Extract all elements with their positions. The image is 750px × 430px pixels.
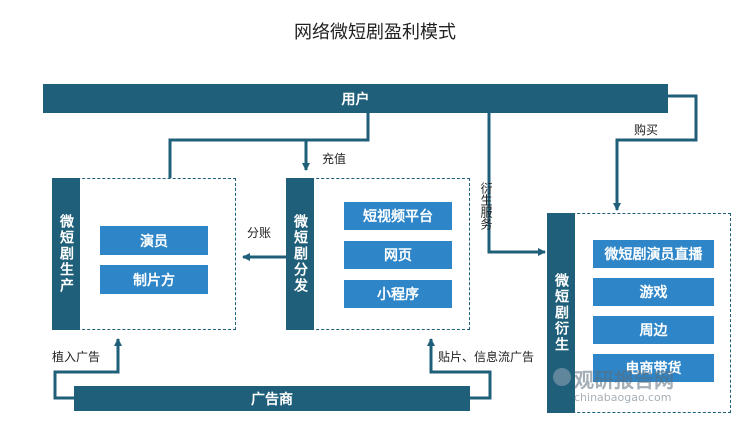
distribution-item-web: 网页 (344, 241, 452, 269)
edge-placement-ads (53, 338, 122, 400)
edge-label-purchase: 购买 (634, 123, 659, 137)
distribution-header: 微短剧分发 (286, 178, 314, 330)
users-bar: 用户 (43, 84, 668, 113)
derivative-item-games: 游戏 (593, 278, 714, 306)
edge-label-placement-ads: 植入广告 (52, 350, 101, 364)
derivative-item-ecommerce: 电商带货 (593, 354, 714, 382)
watermark-brand: 观研报告网 (574, 368, 674, 392)
edge-users-distribution (302, 138, 368, 171)
edge-derivative-service (487, 113, 546, 256)
derivative-item-livestream: 微短剧演员直播 (593, 240, 714, 268)
production-item-producer: 制片方 (100, 265, 208, 294)
production-header: 微短剧生产 (52, 178, 80, 330)
edge-users-derivative-purchase (613, 94, 698, 211)
edge-label-derivative-service: 衍生服务 (479, 182, 493, 230)
edge-label-feed-ads: 贴片、信息流广告 (438, 350, 535, 364)
users-label: 用户 (341, 91, 370, 108)
edge-label-recharge: 充值 (322, 152, 347, 166)
edge-feed-ads (427, 338, 492, 400)
edge-users-production (168, 113, 370, 180)
watermark-logo-icon (553, 368, 571, 386)
distribution-item-mini-program: 小程序 (344, 280, 452, 308)
watermark-url: chinabaogao.com (574, 391, 672, 404)
distribution-item-short-video: 短视频平台 (344, 202, 452, 230)
production-item-actors: 演员 (100, 226, 208, 255)
advertiser-bar: 广告商 (74, 386, 470, 411)
diagram-title: 网络微短剧盈利模式 (294, 22, 456, 43)
derivative-item-merch: 周边 (593, 316, 714, 344)
advertiser-label: 广告商 (251, 391, 293, 408)
edge-label-share: 分账 (247, 226, 272, 240)
